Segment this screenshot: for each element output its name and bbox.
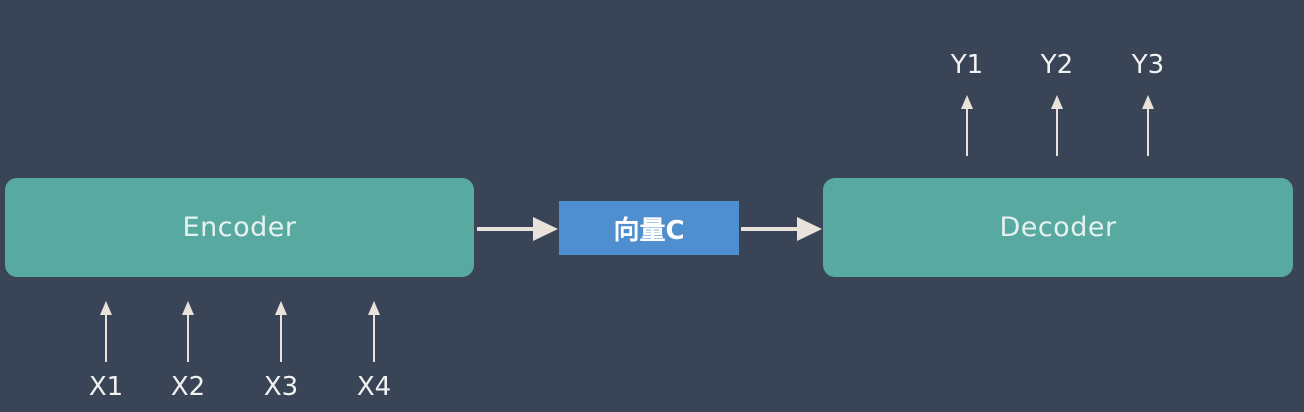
output-label-y2: Y2 [1040, 50, 1074, 80]
input-arrow-x1 [100, 301, 112, 362]
input-arrow-x3 [275, 301, 287, 362]
context-vector-block: 向量C [559, 201, 739, 255]
output-arrow-y2 [1051, 95, 1063, 156]
vector-to-decoder-arrow-head [797, 217, 822, 241]
output-arrow-y1 [961, 95, 973, 156]
input-arrow-x2 [182, 301, 194, 362]
context-vector-label: 向量C [613, 215, 685, 246]
input-label-x4: X4 [356, 372, 392, 402]
output-arrow-y3 [1142, 95, 1154, 156]
output-label-y3: Y3 [1131, 50, 1165, 80]
decoder-block: Decoder [823, 178, 1293, 277]
encoder-to-vector-arrow-head [533, 217, 558, 241]
decoder-label: Decoder [999, 212, 1117, 243]
input-arrow-x4 [368, 301, 380, 362]
output-label-y1: Y1 [950, 50, 984, 80]
encoder-block: Encoder [5, 178, 474, 277]
encoder-label: Encoder [182, 212, 297, 243]
input-label-x2: X2 [170, 372, 206, 402]
input-label-x1: X1 [88, 372, 124, 402]
input-label-x3: X3 [263, 372, 299, 402]
